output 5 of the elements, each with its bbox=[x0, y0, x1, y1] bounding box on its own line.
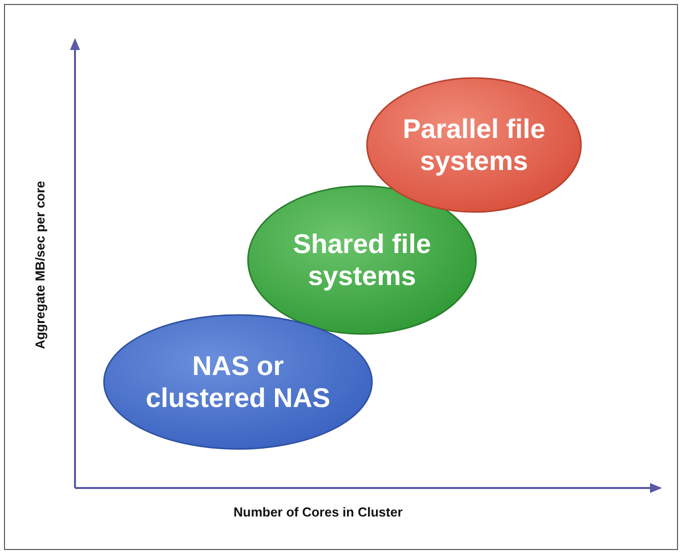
category-label: NAS or clustered NAS bbox=[144, 350, 332, 414]
category-label: Parallel file systems bbox=[402, 113, 546, 177]
y-axis-title: Aggregate MB/sec per core bbox=[32, 180, 48, 350]
x-axis-title: Number of Cores in Cluster bbox=[233, 504, 403, 520]
category-label: Shared file systems bbox=[292, 228, 432, 292]
